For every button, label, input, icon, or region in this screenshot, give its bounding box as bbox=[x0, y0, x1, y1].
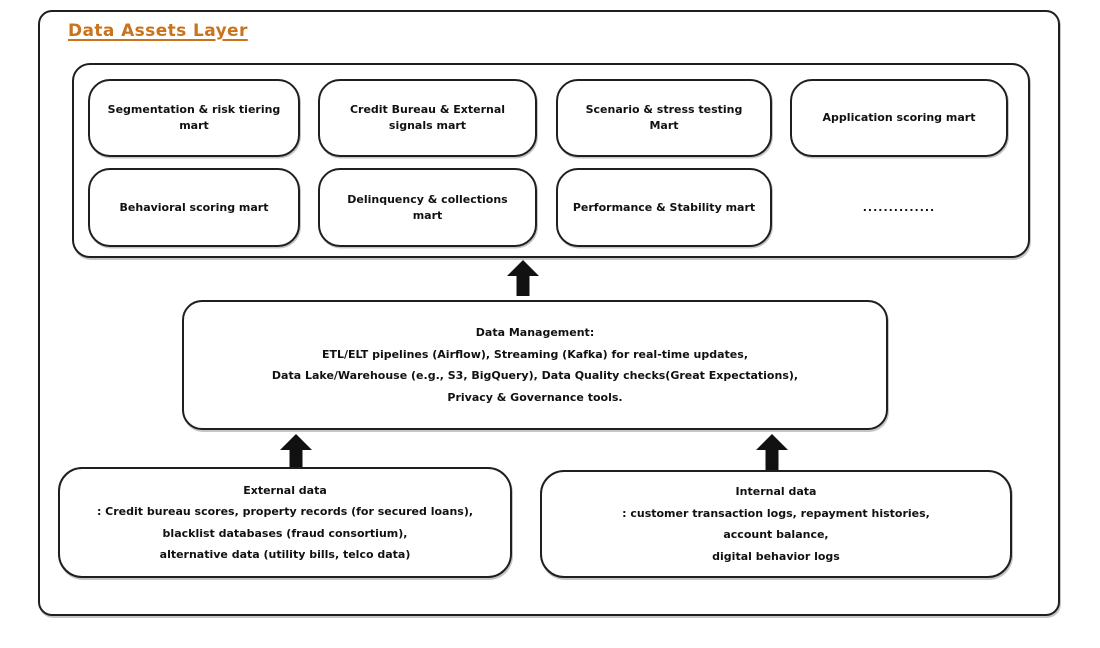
mart-box-label: Delinquency & collections mart bbox=[347, 192, 508, 222]
mart-placeholder-dots: .............. bbox=[862, 201, 936, 214]
external-data-text: : Credit bureau scores, property records… bbox=[96, 505, 474, 518]
up-arrow-icon bbox=[756, 434, 788, 470]
data-management-text: Data Lake/Warehouse (e.g., S3, BigQuery)… bbox=[271, 369, 799, 382]
mart-box-label: Behavioral scoring mart bbox=[119, 200, 269, 214]
external-data-text: blacklist databases (fraud consortium), bbox=[162, 526, 408, 540]
external-data-text: alternative data (utility bills, telco d… bbox=[159, 548, 411, 561]
up-arrow-icon bbox=[507, 260, 539, 296]
external-data-box: External data : Credit bureau scores, pr… bbox=[58, 467, 512, 578]
internal-data-text: : customer transaction logs, repayment h… bbox=[622, 506, 930, 520]
internal-data-text: digital behavior logs bbox=[712, 549, 840, 563]
mart-box-credit-bureau: Credit Bureau & External signals mart bbox=[318, 79, 537, 157]
mart-box-label: Scenario & stress testing Mart bbox=[585, 103, 743, 132]
mart-box-performance-stability: Performance & Stability mart bbox=[556, 168, 772, 247]
mart-box-application-scoring: Application scoring mart bbox=[790, 79, 1008, 157]
mart-box-segmentation: Segmentation & risk tiering mart bbox=[88, 79, 300, 157]
mart-box-delinquency-collections: Delinquency & collections mart bbox=[318, 168, 537, 247]
data-management-title: Data Management: bbox=[475, 326, 595, 339]
mart-box-label: Application scoring mart bbox=[822, 111, 976, 124]
mart-box-label: Credit Bureau & External signals mart bbox=[349, 103, 506, 132]
data-management-box: Data Management: ETL/ELT pipelines (Airf… bbox=[182, 300, 888, 430]
data-management-text: Privacy & Governance tools. bbox=[447, 390, 623, 404]
mart-box-scenario-stress: Scenario & stress testing Mart bbox=[556, 79, 772, 157]
internal-data-title: Internal data bbox=[735, 485, 817, 498]
mart-box-behavioral-scoring: Behavioral scoring mart bbox=[88, 168, 300, 247]
data-management-text: ETL/ELT pipelines (Airflow), Streaming (… bbox=[322, 347, 748, 361]
diagram-title: Data Assets Layer bbox=[68, 21, 248, 41]
internal-data-box: Internal data : customer transaction log… bbox=[540, 470, 1012, 578]
internal-data-text: account balance, bbox=[723, 528, 829, 541]
mart-box-label: Performance & Stability mart bbox=[572, 200, 756, 214]
external-data-title: External data bbox=[243, 483, 327, 497]
mart-box-label: Segmentation & risk tiering mart bbox=[107, 103, 281, 132]
up-arrow-icon bbox=[280, 434, 312, 470]
